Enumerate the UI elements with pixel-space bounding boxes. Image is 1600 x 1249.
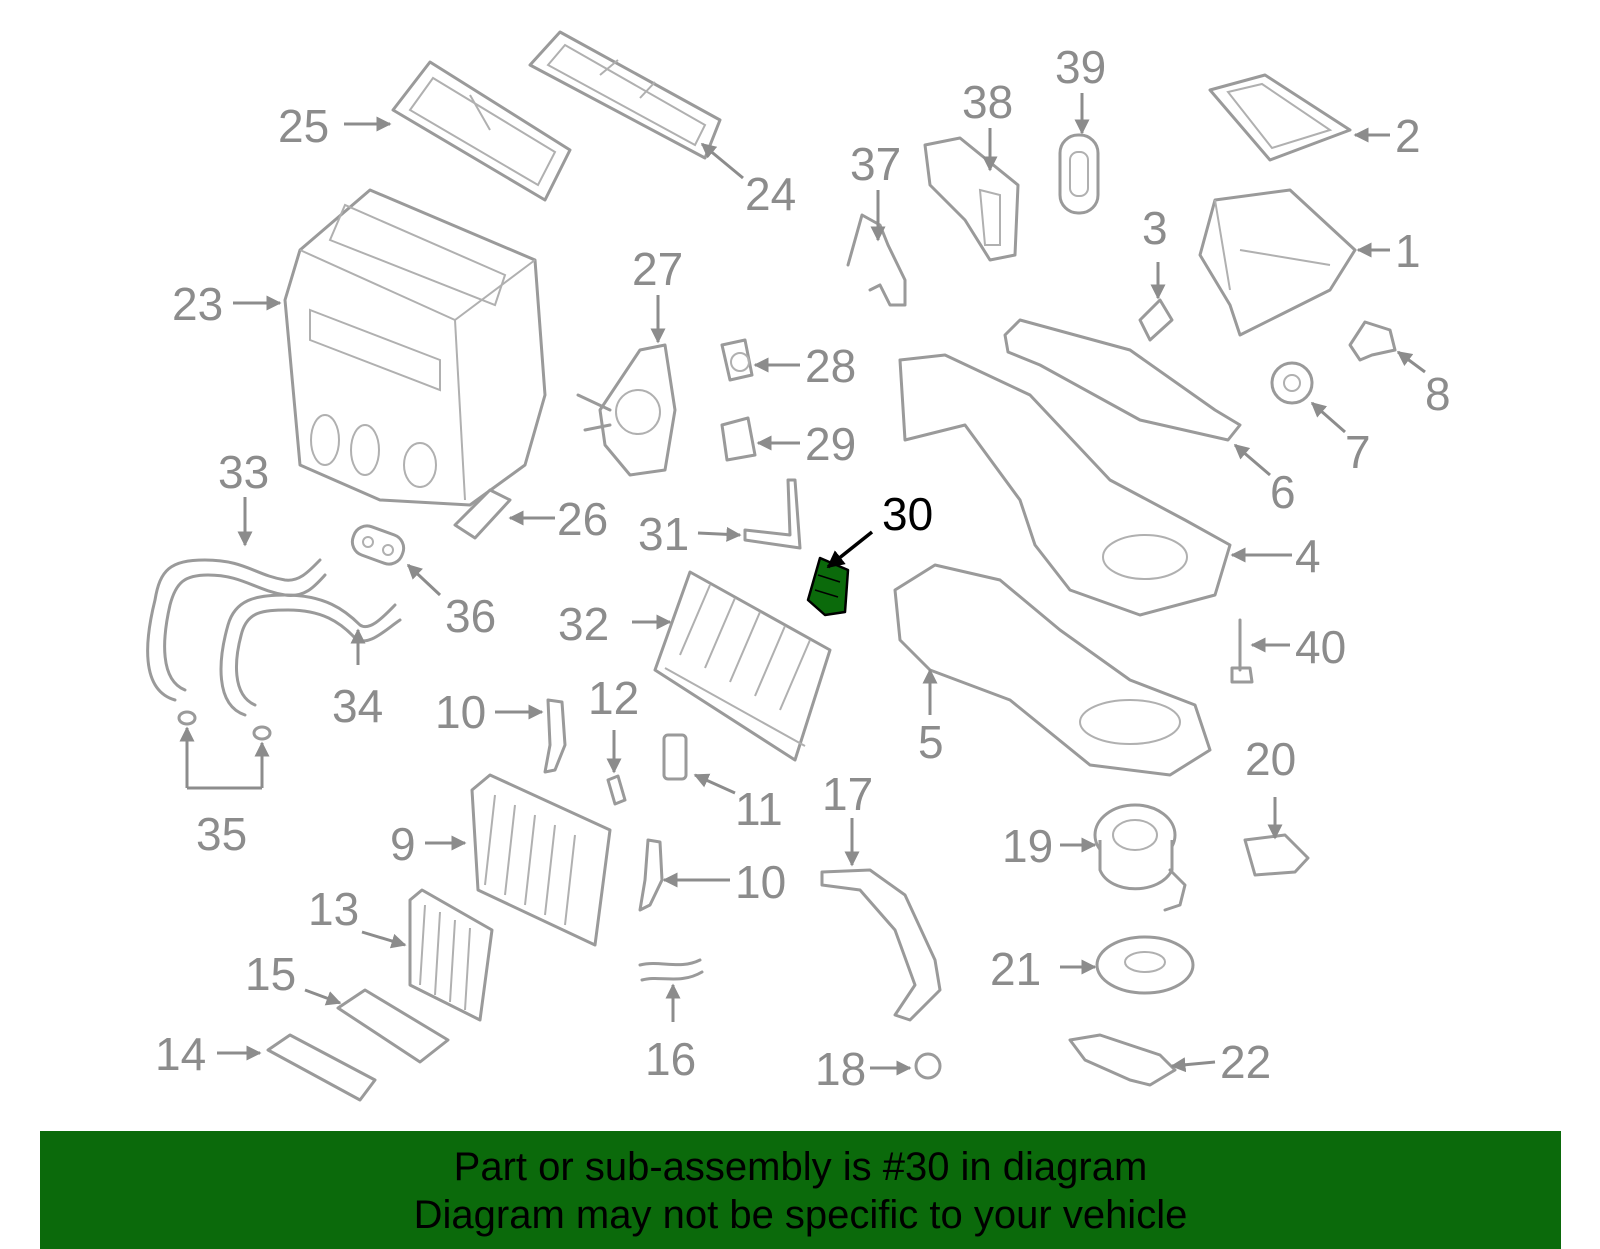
- part-36-drawing: [350, 524, 406, 566]
- part-3-drawing: [1138, 298, 1174, 342]
- callout-1: 1: [1395, 225, 1421, 277]
- callout-34: 34: [332, 680, 383, 732]
- part-2-drawing: [1208, 73, 1352, 162]
- part-31-drawing: [743, 478, 802, 550]
- part-26-drawing: [453, 488, 512, 540]
- part-20-drawing: [1243, 833, 1310, 877]
- part-17-drawing: [820, 868, 942, 1022]
- part-37-drawing: [846, 213, 907, 307]
- callout-32: 32: [558, 598, 609, 650]
- callout-22: 22: [1220, 1036, 1271, 1088]
- callout-36: 36: [445, 590, 496, 642]
- callout-5: 5: [918, 716, 944, 768]
- callout-4: 4: [1295, 530, 1321, 582]
- part-8-drawing: [1348, 320, 1397, 362]
- part-35-drawing: [177, 710, 272, 741]
- callout-6: 6: [1270, 466, 1296, 518]
- callout-33: 33: [218, 446, 269, 498]
- callout-26: 26: [557, 493, 608, 545]
- part-16-drawing: [638, 958, 704, 982]
- callout-12: 12: [588, 672, 639, 724]
- part-21-drawing: [1095, 935, 1195, 995]
- callout-23: 23: [172, 278, 223, 330]
- part-6-drawing: [1003, 318, 1242, 442]
- part-25-drawing: [391, 60, 572, 202]
- callout-17: 17: [822, 768, 873, 820]
- callout-29: 29: [805, 418, 856, 470]
- part-29-drawing: [720, 416, 757, 462]
- part-9-drawing: [470, 773, 612, 947]
- callout-16: 16: [645, 1033, 696, 1085]
- banner-line-part-number: Part or sub-assembly is #30 in diagram: [453, 1145, 1148, 1189]
- callout-14: 14: [155, 1028, 206, 1080]
- callout-30-highlighted[interactable]: 30: [882, 488, 933, 540]
- part-38-drawing: [923, 136, 1020, 262]
- callout-11: 11: [735, 783, 783, 835]
- callout-21: 21: [990, 943, 1041, 995]
- part-1-drawing: [1198, 188, 1357, 337]
- part-28-drawing: [720, 338, 754, 382]
- callout-28: 28: [805, 340, 856, 392]
- callout-20: 20: [1245, 733, 1296, 785]
- part-19-drawing: [1093, 803, 1187, 912]
- callout-10b: 10: [735, 856, 786, 908]
- part-27-drawing: [576, 343, 677, 477]
- callout-3: 3: [1142, 202, 1168, 254]
- callout-8: 8: [1425, 368, 1451, 420]
- callout-39: 39: [1055, 41, 1106, 93]
- callout-37: 37: [850, 138, 901, 190]
- callout-18: 18: [815, 1043, 866, 1095]
- part-15-drawing: [336, 988, 450, 1064]
- part-10a-drawing: [543, 698, 567, 774]
- part-13-drawing: [408, 888, 494, 1022]
- callout-25: 25: [278, 100, 329, 152]
- callout-7: 7: [1345, 426, 1371, 478]
- part-40-drawing: [1230, 618, 1254, 684]
- part-22-drawing: [1068, 1033, 1177, 1087]
- callout-40: 40: [1295, 621, 1346, 673]
- part-10b-drawing: [638, 838, 664, 912]
- callout-labels: 1 2 3 4 5 6 7 8 9 10 10 11 12 13 14 15 1…: [155, 41, 1451, 1095]
- part-32-drawing: [653, 570, 832, 762]
- callout-10a: 10: [435, 686, 486, 738]
- callout-13: 13: [308, 883, 359, 935]
- callout-35: 35: [196, 808, 247, 860]
- callout-31: 31: [638, 508, 689, 560]
- part-39-drawing: [1058, 133, 1100, 215]
- part-23-drawing: [283, 188, 547, 507]
- part-14-drawing: [266, 1033, 377, 1102]
- banner-line-disclaimer: Diagram may not be specific to your vehi…: [413, 1193, 1188, 1237]
- part-18-drawing: [914, 1052, 942, 1080]
- callout-2: 2: [1395, 110, 1421, 162]
- callout-38: 38: [962, 76, 1013, 128]
- part-12-drawing: [606, 774, 627, 806]
- part-24-drawing: [528, 30, 722, 160]
- callout-15: 15: [245, 948, 296, 1000]
- leader-lines: [179, 93, 1426, 1076]
- callout-27: 27: [632, 243, 683, 295]
- callout-19: 19: [1002, 820, 1053, 872]
- part-30-drawing[interactable]: [806, 556, 850, 617]
- info-banner: Part or sub-assembly is #30 in diagram D…: [40, 1131, 1561, 1249]
- part-11-drawing: [662, 733, 688, 781]
- part-7-drawing: [1270, 361, 1314, 405]
- part-4-drawing: [898, 353, 1232, 617]
- callout-9: 9: [390, 818, 416, 870]
- callout-24: 24: [745, 168, 796, 220]
